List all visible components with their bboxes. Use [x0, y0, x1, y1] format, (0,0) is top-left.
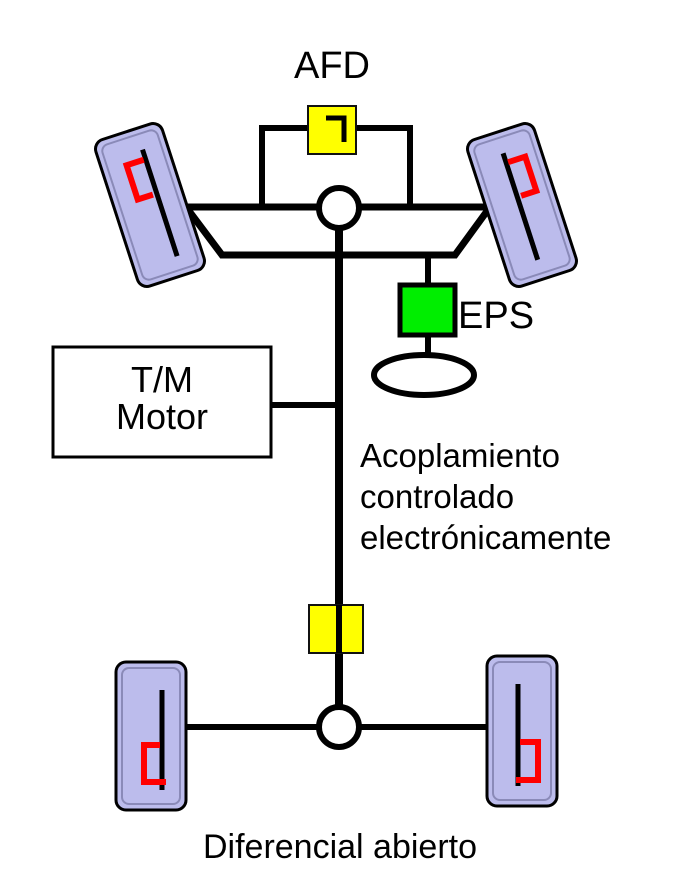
- tm-label-line2: Motor: [116, 396, 208, 437]
- front-left-wheel-icon: [94, 122, 206, 288]
- eps-motor-icon: [397, 282, 458, 338]
- afd-label: AFD: [294, 45, 370, 87]
- coupling-actuator-icon: [308, 604, 364, 654]
- rear-differential-icon: [316, 704, 362, 750]
- rear-right-wheel-icon: [485, 654, 559, 808]
- front-differential-icon: [316, 185, 362, 231]
- coupling-label-line1: Acoplamiento: [360, 437, 560, 474]
- rear-differential-label: Diferencial abierto: [203, 828, 477, 866]
- tm-motor-box: [51, 345, 273, 459]
- eps-label: EPS: [458, 295, 534, 337]
- rear-left-wheel-icon: [114, 660, 188, 812]
- coupling-label-line2: controlado: [360, 478, 514, 515]
- tm-label-line1: T/M: [131, 359, 193, 400]
- front-right-wheel-icon: [466, 122, 578, 288]
- coupling-label-line3: electrónicamente: [360, 519, 611, 556]
- steering-wheel-icon: [371, 352, 477, 398]
- afd-actuator-icon: [307, 105, 357, 155]
